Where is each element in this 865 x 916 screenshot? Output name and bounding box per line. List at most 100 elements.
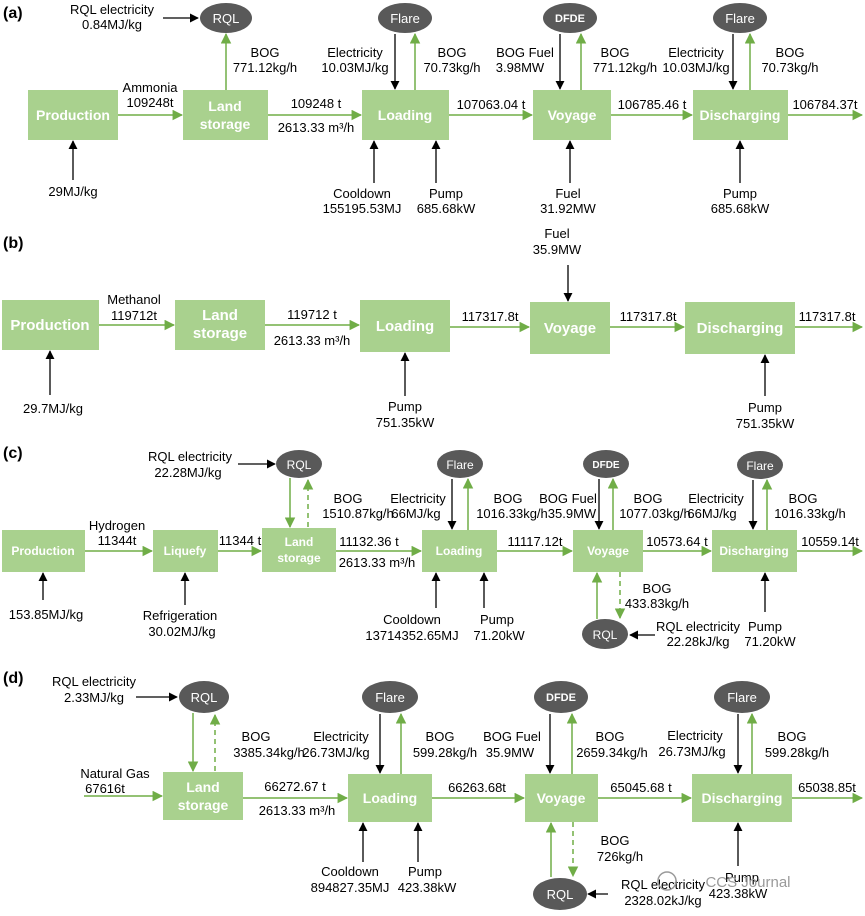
flow-label: 67616t [85,781,125,796]
flow-label: 35.9MW [533,242,582,257]
panel-label: (b) [3,235,23,252]
production-box [2,530,85,572]
flow-label: BOG [643,581,672,596]
loading-label: Loading [378,107,432,123]
discharging-box [712,530,797,572]
voyage-label: Voyage [548,107,597,123]
flow-label: Cooldown [333,186,391,201]
flow-label: 3.98MW [496,60,545,75]
flow-label: 11132.36 t [339,534,399,549]
production-box [28,90,118,140]
flow-label: 155195.53MJ [323,201,402,216]
panel-a: (a) Production Land storage Loading Voya… [3,2,864,216]
flow-label: 2.33MJ/kg [64,690,124,705]
flow-label: 153.85MJ/kg [9,607,83,622]
flow-label: BOG [334,491,363,506]
flare-label: Flare [727,690,757,705]
flow-label: 26.73MJ/kg [302,745,369,760]
flow-label: Electricity [688,491,744,506]
flow-label: 117317.8t [620,309,677,324]
flow-label: 66MJ/kg [391,506,440,521]
voyage-label: Voyage [587,544,629,558]
flow-label: 2328.02kJ/kg [624,893,701,908]
flow-label: 22.28MJ/kg [154,465,221,480]
flare-label: Flare [446,458,474,472]
flow-label: 433.83kg/h [625,596,689,611]
dfde-oval [534,681,588,713]
flow-label: Pump [723,186,757,201]
land-storage-box [262,528,336,572]
flow-label: BOG [242,729,271,744]
loading-box [360,300,450,352]
panel-label: (d) [3,670,23,687]
rql-label: RQL [593,628,618,642]
flow-label: Pump [725,870,759,885]
liquefy-box [153,530,218,572]
production-label: Production [36,107,110,123]
land-storage-label: Land [186,779,219,795]
flow-label: BOG [778,729,807,744]
rql-label: RQL [547,887,574,902]
flow-label: 2613.33 m³/h [274,333,351,348]
flow-label: Pump [388,399,422,414]
rql-label: RQL [287,458,312,472]
liquefy-label: Liquefy [164,544,207,558]
voyage-label: Voyage [537,790,586,806]
watermark-text: CCS Journal [705,874,790,891]
dfde-oval [583,450,629,478]
flow-label: 771.12kg/h [233,60,297,75]
flare-oval [437,450,483,478]
flow-label: 3385.34kg/h [233,745,305,760]
flow-label: Electricity [327,45,383,60]
flow-label: 751.35kW [376,415,435,430]
flow-label: BOG [494,491,523,506]
wechat-icon [657,871,677,891]
voyage-box [530,302,610,354]
flow-label: BOG [596,729,625,744]
discharging-label: Discharging [702,790,783,806]
panel-b: (b) Production Land storage Loading Voya… [2,226,864,431]
flow-label: BOG Fuel [539,491,597,506]
voyage-label: Voyage [544,320,596,337]
flow-label: 35.9MW [548,506,597,521]
flare-label: Flare [390,11,420,26]
flow-label: BOG [438,45,467,60]
production-box [2,300,99,350]
land-storage-label: storage [193,325,247,342]
loading-box [348,774,432,822]
flow-label: 1510.87kg/h [322,506,394,521]
flow-label: 109248 t [291,96,342,111]
flow-label: Refrigeration [143,608,217,623]
discharging-label: Discharging [719,544,788,558]
flow-label: 10559.14t [801,534,859,549]
flow-label: BOG [789,491,818,506]
flow-label: 894827.35MJ [311,880,390,895]
flow-label: 30.02MJ/kg [148,624,215,639]
flow-label: 119712t [111,308,157,323]
flow-label: 71.20kW [473,628,525,643]
flow-label: 26.73MJ/kg [658,744,725,759]
flow-label: Electricity [668,45,724,60]
flow-label: 29MJ/kg [48,184,97,199]
flow-label: 119712 t [287,307,337,322]
flow-label: 10573.64 t [646,534,708,549]
voyage-box [533,90,611,140]
flow-label: 1077.03kg/h [619,506,691,521]
rql-label: RQL [191,690,218,705]
flow-label: Pump [748,619,782,634]
flow-label: Cooldown [321,864,379,879]
flow-label: BOG [601,833,630,848]
flow-label: 22.28kJ/kg [667,634,730,649]
land-storage-box [163,772,243,820]
production-label: Production [10,317,89,334]
flow-label: 117317.8t [799,309,856,324]
loading-label: Loading [376,318,434,335]
discharging-label: Discharging [700,107,781,123]
flow-label: 66MJ/kg [687,506,736,521]
flow-label: 66263.68t [448,780,506,795]
flow-label: 65045.68 t [610,780,672,795]
panel-label: (c) [3,445,23,462]
flare-label: Flare [725,11,755,26]
flow-label: Electricity [390,491,446,506]
